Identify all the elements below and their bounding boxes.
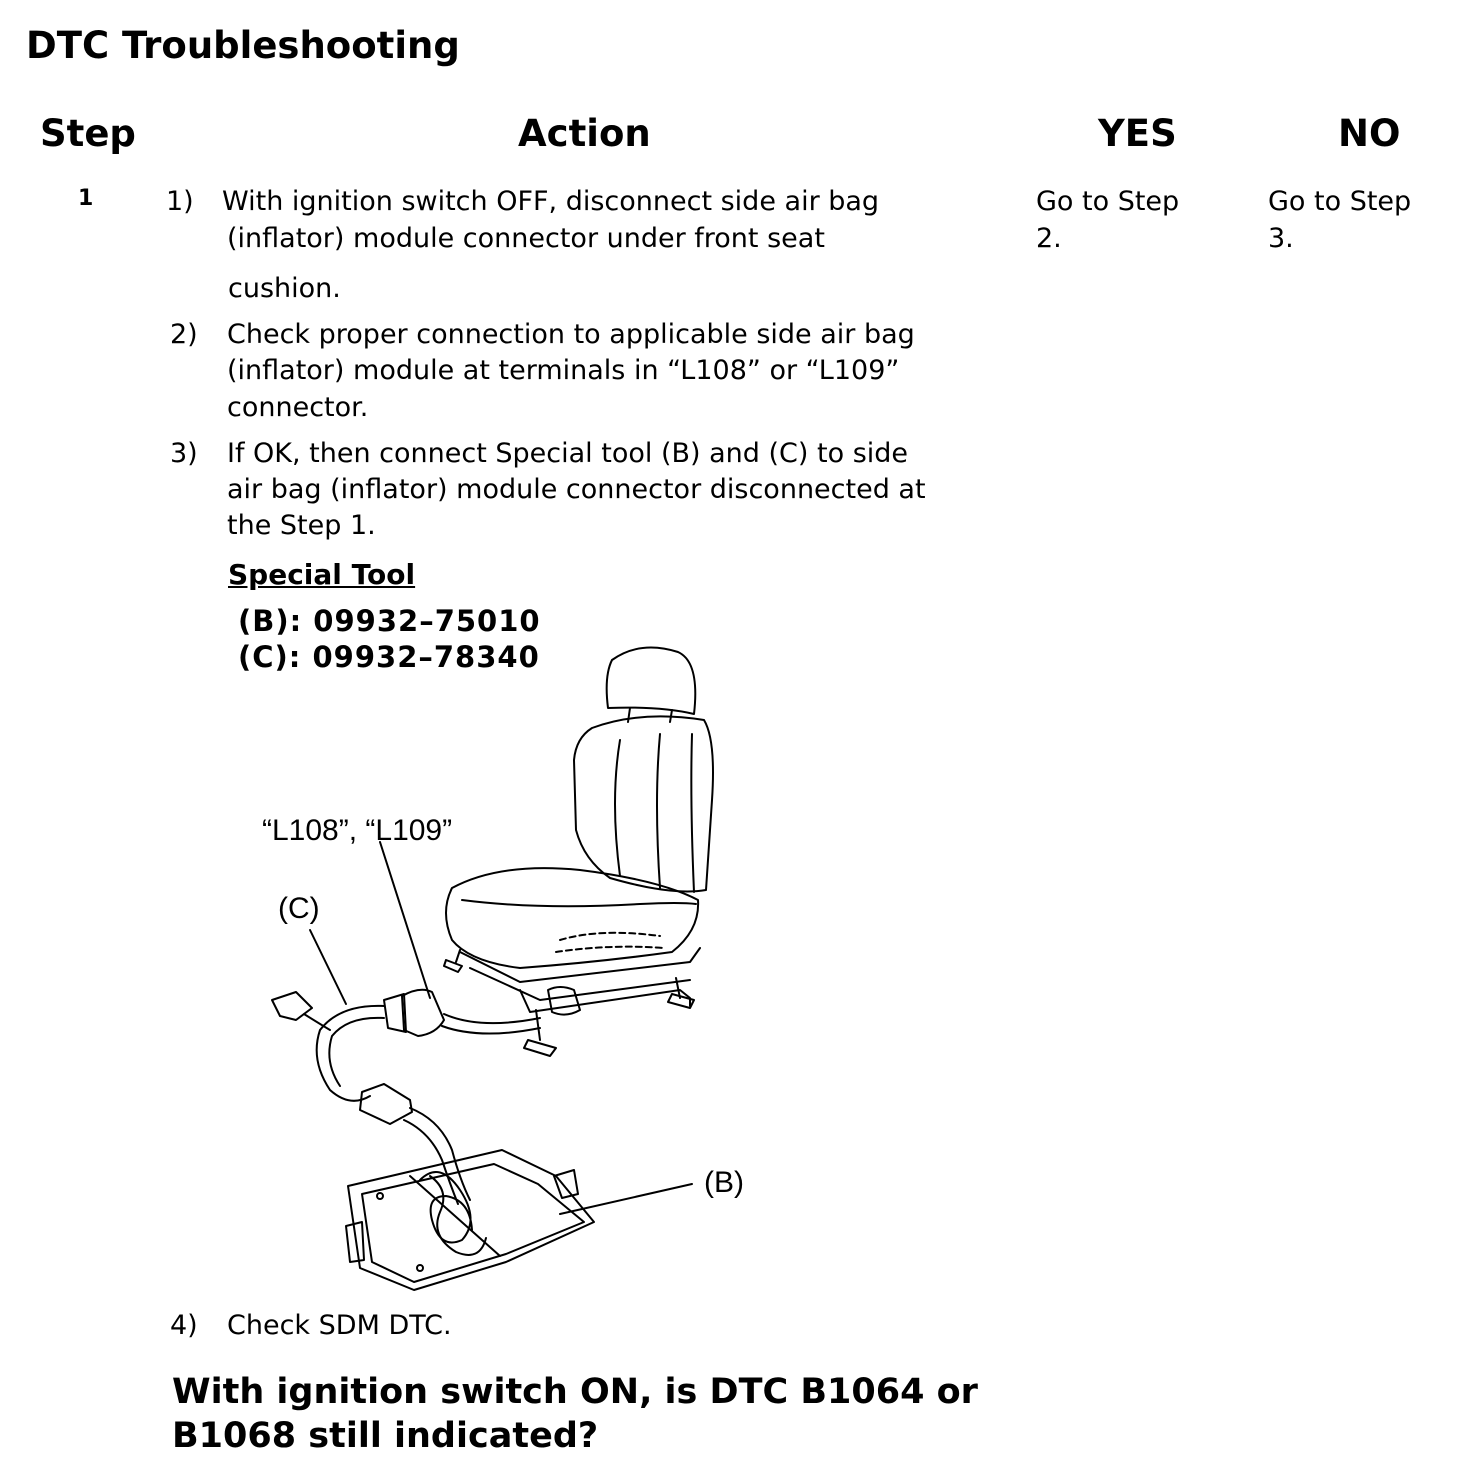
action-line: connector. (227, 392, 369, 423)
leader-line-b (559, 1183, 693, 1215)
no-line: Go to Step (1268, 186, 1412, 217)
leader-line-c (309, 929, 347, 1005)
label-connector: “L108”, “L109” (262, 814, 452, 847)
label-tool-c: (C) (278, 892, 320, 925)
action-number: 1) (166, 186, 194, 217)
action-line: Check SDM DTC. (227, 1310, 452, 1341)
harness-c (328, 1016, 385, 1087)
action-line: air bag (inflator) module connector disc… (227, 474, 926, 505)
action-number: 3) (170, 438, 198, 469)
small-connector-wire (303, 1013, 331, 1031)
no-line: 3. (1268, 223, 1294, 254)
page-title: DTC Troubleshooting (26, 24, 460, 67)
seat-rail (459, 947, 701, 1001)
label-tool-b: (B) (704, 1166, 744, 1199)
step-number: 1 (78, 186, 94, 211)
seat-side-trim (555, 931, 665, 953)
header-no: NO (1338, 112, 1401, 155)
action-number: 4) (170, 1310, 198, 1341)
action-line: If OK, then connect Special tool (B) and… (227, 438, 909, 469)
action-line: (inflator) module at terminals in “L108”… (227, 355, 900, 386)
action-line: (inflator) module connector under front … (227, 223, 825, 254)
seat-foot (443, 959, 695, 1057)
question-line: With ignition switch ON, is DTC B1064 or (172, 1372, 978, 1412)
special-tool-c: (C): 09932–78340 (238, 640, 540, 674)
action-number: 2) (170, 319, 198, 350)
tool-case (347, 1149, 595, 1291)
seat-connector-illustration: “L108”, “L109” (C) (B) (262, 646, 744, 1291)
seat-rail (519, 989, 691, 1013)
special-tool-b: (B): 09932–75010 (238, 604, 541, 638)
yes-line: 2. (1036, 223, 1062, 254)
cushion-seam (461, 899, 697, 908)
case-screw (376, 1192, 384, 1200)
harness-b (403, 1107, 471, 1205)
header-action: Action (518, 112, 651, 155)
seat-back (573, 715, 714, 893)
harness-to-seat (441, 1013, 541, 1035)
header-yes: YES (1098, 112, 1177, 155)
seat-frame (455, 949, 681, 1041)
tool-case-handle (345, 1169, 579, 1263)
case-screw (416, 1264, 424, 1272)
seat-connector (547, 986, 581, 1016)
yes-line: Go to Step (1036, 186, 1180, 217)
step-question: With ignition switch ON, is DTC B1064 or… (172, 1370, 978, 1458)
seat-back-seam (614, 733, 695, 893)
question-line: B1068 still indicated? (172, 1416, 599, 1456)
action-line: the Step 1. (227, 510, 376, 541)
connector-plug (401, 988, 445, 1037)
header-step: Step (40, 112, 136, 155)
action-line: cushion. (228, 273, 341, 304)
special-tool-label: Special Tool (228, 558, 416, 591)
coiled-cable (429, 1175, 487, 1256)
tool-case-hinge (409, 1175, 501, 1257)
headrest (605, 646, 697, 715)
harness-c (315, 1004, 385, 1102)
action-line: With ignition switch OFF, disconnect sid… (222, 186, 880, 217)
tool-case-inner (361, 1163, 585, 1283)
action-line: Check proper connection to applicable si… (227, 319, 915, 350)
seat-cushion (445, 867, 700, 969)
leader-line-connector (379, 841, 431, 999)
connector-body (383, 993, 407, 1033)
inline-connector (359, 1083, 413, 1125)
